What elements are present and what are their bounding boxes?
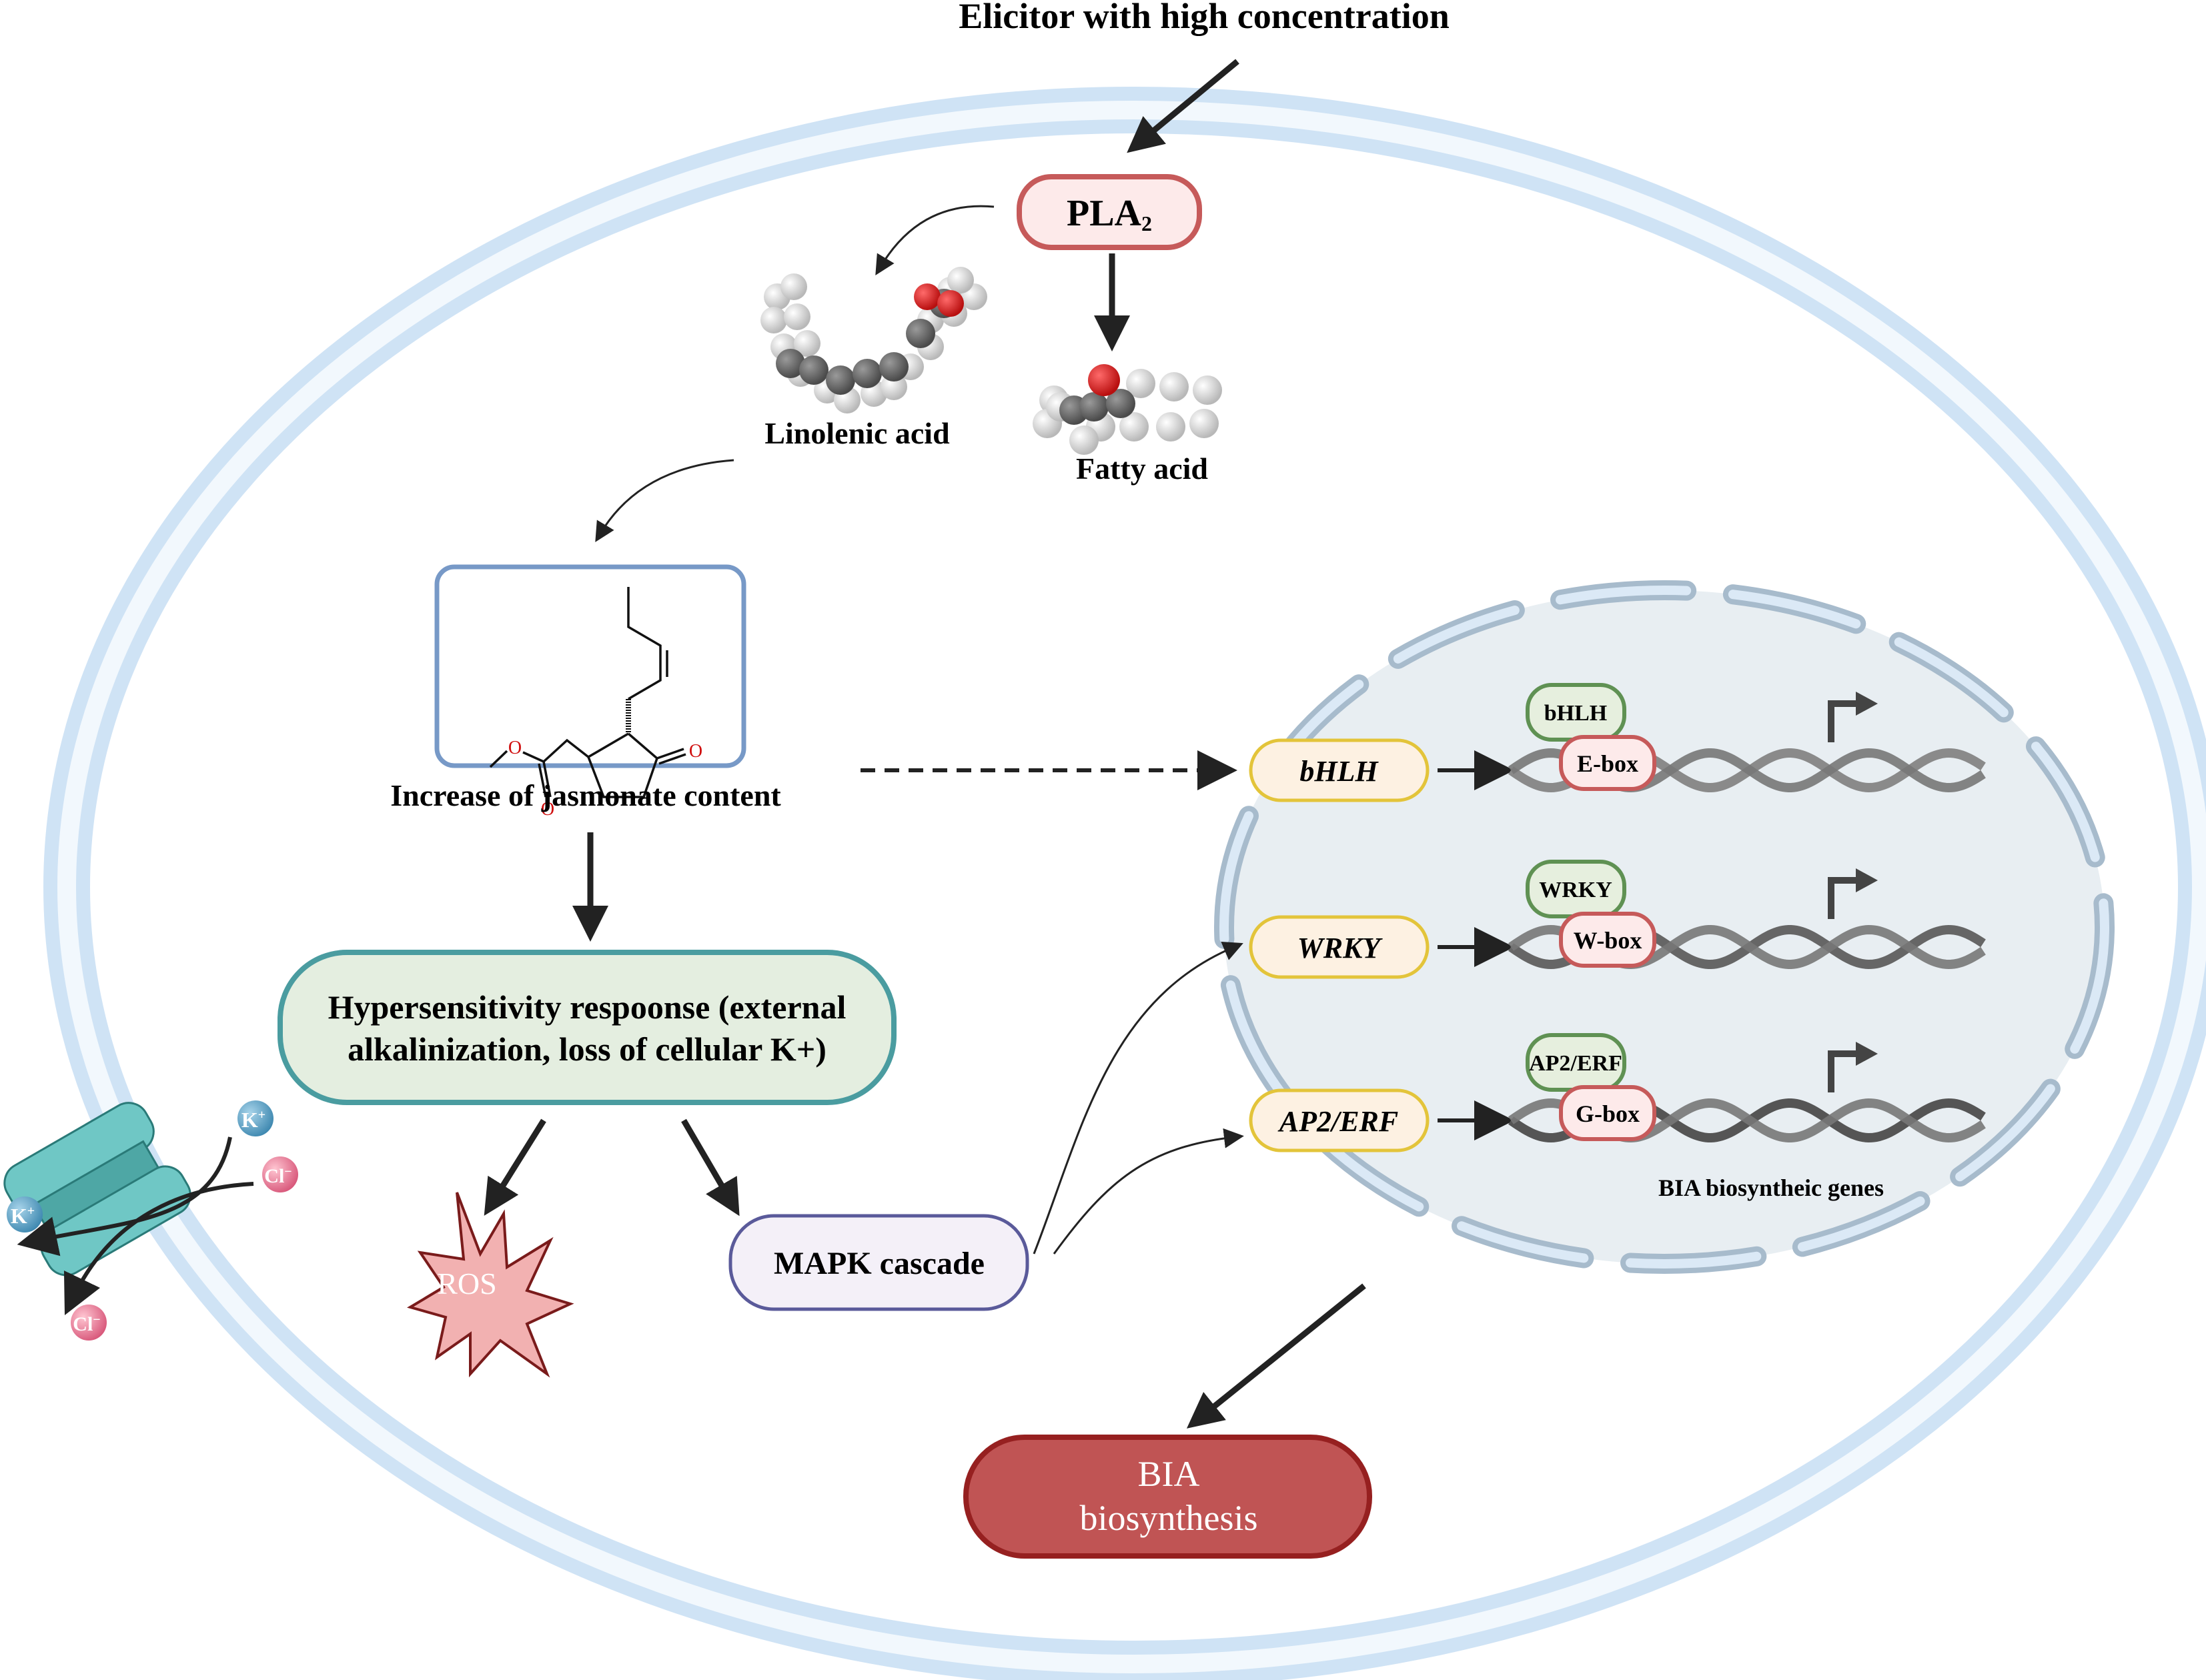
mapk-cascade-node[interactable]: MAPK cascade bbox=[728, 1214, 1029, 1311]
tf-protein-label: bHLH bbox=[1544, 701, 1607, 726]
tf-row-wrky: WRKY WRKY W-box bbox=[1249, 860, 1986, 979]
cis-element-label: W-box bbox=[1574, 927, 1642, 954]
k-ion-inside: K+ bbox=[237, 1100, 273, 1136]
pla2-node[interactable]: PLA2 bbox=[1017, 174, 1202, 250]
jasmonate-structure-box: O O O bbox=[434, 564, 746, 820]
svg-text:K+: K+ bbox=[241, 1108, 265, 1132]
fatty-acid-label: Fatty acid bbox=[1076, 452, 1208, 486]
bia-genes-label: BIA biosyntheic genes bbox=[1658, 1174, 1884, 1201]
hr-line2: alkalinization, loss of cellular K+) bbox=[348, 1030, 826, 1068]
mapk-label: MAPK cascade bbox=[774, 1246, 985, 1281]
svg-text:Cl−: Cl− bbox=[73, 1313, 100, 1335]
arrow-hr-to-ros bbox=[484, 1118, 546, 1216]
k-efflux-arrow bbox=[17, 1136, 232, 1256]
elicitor-title: Elicitor with high concentration bbox=[959, 0, 1450, 36]
promoter-arrow-icon bbox=[1828, 1050, 1858, 1092]
tf-gene-label: bHLH bbox=[1299, 755, 1379, 788]
tf-row-ap2-erf: AP2/ERF AP2/ERF G-box bbox=[1249, 1033, 1986, 1152]
jasmonate-oxygen-2: O bbox=[508, 738, 522, 758]
pla2-label: PLA bbox=[1067, 193, 1142, 234]
output-line2: biosynthesis bbox=[1079, 1498, 1257, 1538]
tf-gene-node[interactable]: AP2/ERF bbox=[1249, 1088, 1430, 1152]
jasmonate-oxygen-3: O bbox=[541, 799, 554, 820]
arrow-nucleus-to-output bbox=[1186, 1283, 1366, 1429]
arrow-mapk-to-wrky bbox=[1033, 942, 1243, 1254]
hypersensitivity-node[interactable]: Hypersensitivity respoonse (external alk… bbox=[278, 950, 897, 1105]
svg-text:PLA2: PLA2 bbox=[1067, 193, 1152, 235]
cl-efflux-arrow bbox=[63, 1182, 254, 1316]
cis-element-box: W-box bbox=[1559, 912, 1656, 968]
ros-burst: ROS bbox=[407, 1192, 574, 1378]
ion-channel bbox=[3, 1102, 254, 1316]
cell-membrane bbox=[43, 87, 2206, 1680]
promoter-arrow-icon bbox=[1828, 877, 1858, 919]
arrow-linolenic-to-jasmonate bbox=[595, 459, 734, 542]
cis-element-box: E-box bbox=[1559, 735, 1656, 791]
elicitor-arrow bbox=[1127, 59, 1239, 153]
promoter-arrow-icon bbox=[1828, 700, 1858, 742]
cis-element-label: E-box bbox=[1577, 750, 1638, 777]
tf-protein: WRKY bbox=[1526, 860, 1626, 918]
svg-text:Cl−: Cl− bbox=[264, 1164, 292, 1187]
jasmonate-label: Increase of jasmonate content bbox=[390, 778, 781, 812]
arrow-hr-to-mapk bbox=[681, 1118, 740, 1216]
tf-protein-label: AP2/ERF bbox=[1529, 1051, 1622, 1076]
svg-text:K+: K+ bbox=[11, 1204, 35, 1228]
cis-element-label: G-box bbox=[1576, 1100, 1640, 1127]
cl-ion-outside: Cl− bbox=[71, 1305, 107, 1341]
jasmonate-oxygen-1: O bbox=[689, 741, 702, 762]
tf-gene-label: WRKY bbox=[1297, 932, 1384, 964]
arrow-mapk-to-ap2erf bbox=[1053, 1128, 1244, 1254]
cl-ion-inside: Cl− bbox=[262, 1156, 298, 1192]
tf-protein: AP2/ERF bbox=[1526, 1033, 1626, 1092]
output-line1: BIA bbox=[1138, 1454, 1200, 1494]
tf-gene-node[interactable]: bHLH bbox=[1249, 738, 1430, 802]
tf-row-bhlh: bHLH bHLH E-box bbox=[1249, 683, 1986, 802]
ros-label: ROS bbox=[437, 1267, 496, 1301]
cis-element-box: G-box bbox=[1559, 1085, 1656, 1141]
tf-protein: bHLH bbox=[1526, 683, 1626, 742]
hr-line1: Hypersensitivity respoonse (external bbox=[328, 988, 847, 1026]
tf-protein-label: WRKY bbox=[1539, 878, 1612, 902]
bia-biosynthesis-node[interactable]: BIA biosynthesis bbox=[963, 1435, 1372, 1559]
fatty-acid-molecule bbox=[1033, 364, 1222, 455]
k-ion-outside: K+ bbox=[7, 1196, 43, 1232]
linolenic-acid-molecule bbox=[760, 267, 987, 413]
tf-gene-label: AP2/ERF bbox=[1277, 1105, 1399, 1138]
linolenic-acid-label: Linolenic acid bbox=[764, 416, 950, 450]
pla2-subscript: 2 bbox=[1141, 211, 1152, 235]
arrow-pla2-to-linolenic bbox=[875, 205, 995, 275]
tf-gene-node[interactable]: WRKY bbox=[1249, 915, 1430, 979]
